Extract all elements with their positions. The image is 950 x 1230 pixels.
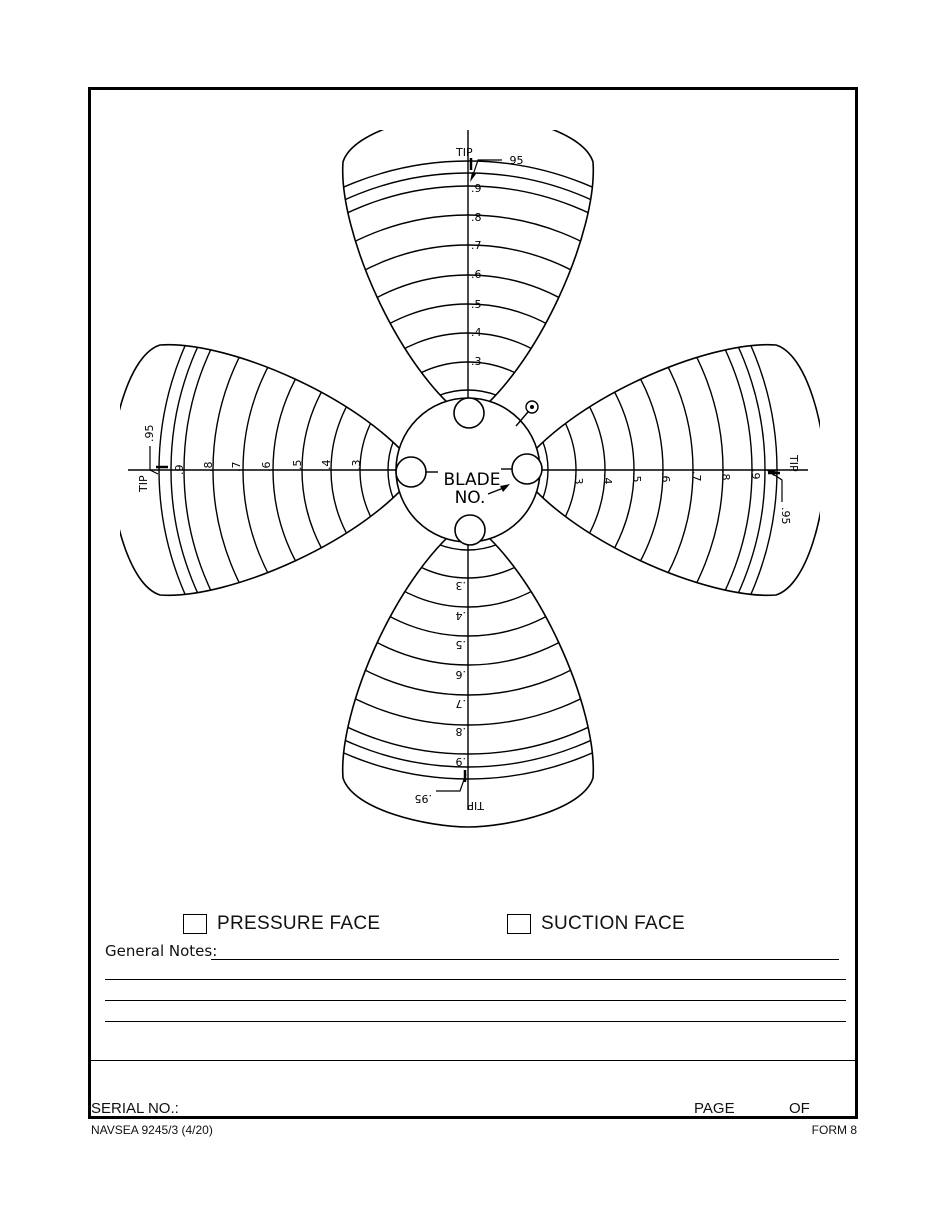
radius-label-right-5: .5 [630,472,643,483]
radius-label-top-4: .4 [471,326,482,339]
radius-label-right-8: .8 [719,470,732,481]
radius-label-left-6: .6 [260,462,273,473]
radius-label-top-7: .7 [471,239,482,252]
radius-label-top-6: .6 [471,268,482,281]
general-notes-line-2[interactable] [105,979,846,980]
radius-label-left-7: .7 [230,462,243,473]
pressure-face-checkbox[interactable] [183,914,207,934]
tip-label-bottom: TIP [467,799,485,812]
hub-bolt [511,453,543,485]
radius-label-bottom-6: .6 [456,668,467,681]
pressure-face-label: PRESSURE FACE [217,913,381,934]
radius-label-top-9: .9 [471,182,482,195]
page-label: PAGE [694,1100,735,1117]
radius-label-bottom-9: .9 [456,755,467,768]
hub-bolt [395,456,427,488]
tip-label-top: TIP [455,146,473,159]
suction-face-checkbox[interactable] [507,914,531,934]
suction-face-label: SUCTION FACE [541,913,686,934]
page-number-field[interactable] [741,1116,783,1117]
hub-label-blade: BLADE [444,470,501,490]
radius-label-top-3: .3 [471,355,482,368]
tip-95-label-bottom: .95 [415,792,433,805]
radius-label-right-9: .9 [749,469,762,480]
hub-label-no: NO. [455,488,486,508]
serial-no-field[interactable] [184,1116,388,1117]
radius-label-bottom-3: .3 [456,579,467,592]
radius-label-bottom-7: .7 [456,697,467,710]
form-number: FORM 8 [811,1123,857,1137]
general-notes-line-1[interactable] [211,959,839,960]
radius-label-right-7: .7 [690,471,703,482]
radius-label-bottom-4: .4 [456,609,467,622]
form-border [88,87,858,1119]
suction-face-option[interactable]: SUCTION FACE [507,912,685,936]
radius-label-bottom-8: .8 [456,725,467,738]
radius-label-left-3: .3 [350,460,363,471]
radius-label-left-8: .8 [202,462,215,473]
general-notes-line-4[interactable] [105,1021,846,1022]
tip-95-label-right: .95 [779,507,792,525]
serial-no-label: SERIAL NO.: [91,1100,179,1117]
general-notes-label: General Notes: [105,942,218,960]
radius-label-left-4: .4 [320,460,333,471]
radius-label-top-5: .5 [471,298,482,311]
tip-95-label-top: .95 [506,154,524,167]
page-total-field[interactable] [815,1116,857,1117]
of-label: OF [789,1100,810,1117]
pressure-face-option[interactable]: PRESSURE FACE [183,912,380,936]
tip-label-right: TIP [787,454,800,472]
tip-95-label-left: .95 [143,425,156,443]
radius-label-top-8: .8 [471,211,482,224]
blade-no-marker [525,400,539,414]
tip-label-left: TIP [137,475,150,493]
general-notes-line-3[interactable] [105,1000,846,1001]
form-code: NAVSEA 9245/3 (4/20) [91,1123,213,1137]
radius-label-right-6: .6 [659,472,672,483]
footer-divider [88,1060,858,1061]
hub-bolt [453,397,485,429]
propeller-blade-diagram: BLADE NO. TIP .95 .9 .8 .7 .6 .5 .4 .3 T… [120,130,820,850]
hub-bolt [454,514,486,546]
radius-label-right-3: .3 [572,474,585,485]
radius-label-left-9: .9 [173,465,186,476]
radius-label-left-5: .5 [291,460,304,471]
radius-label-bottom-5: .5 [456,638,467,651]
radius-label-right-4: .4 [601,474,614,485]
